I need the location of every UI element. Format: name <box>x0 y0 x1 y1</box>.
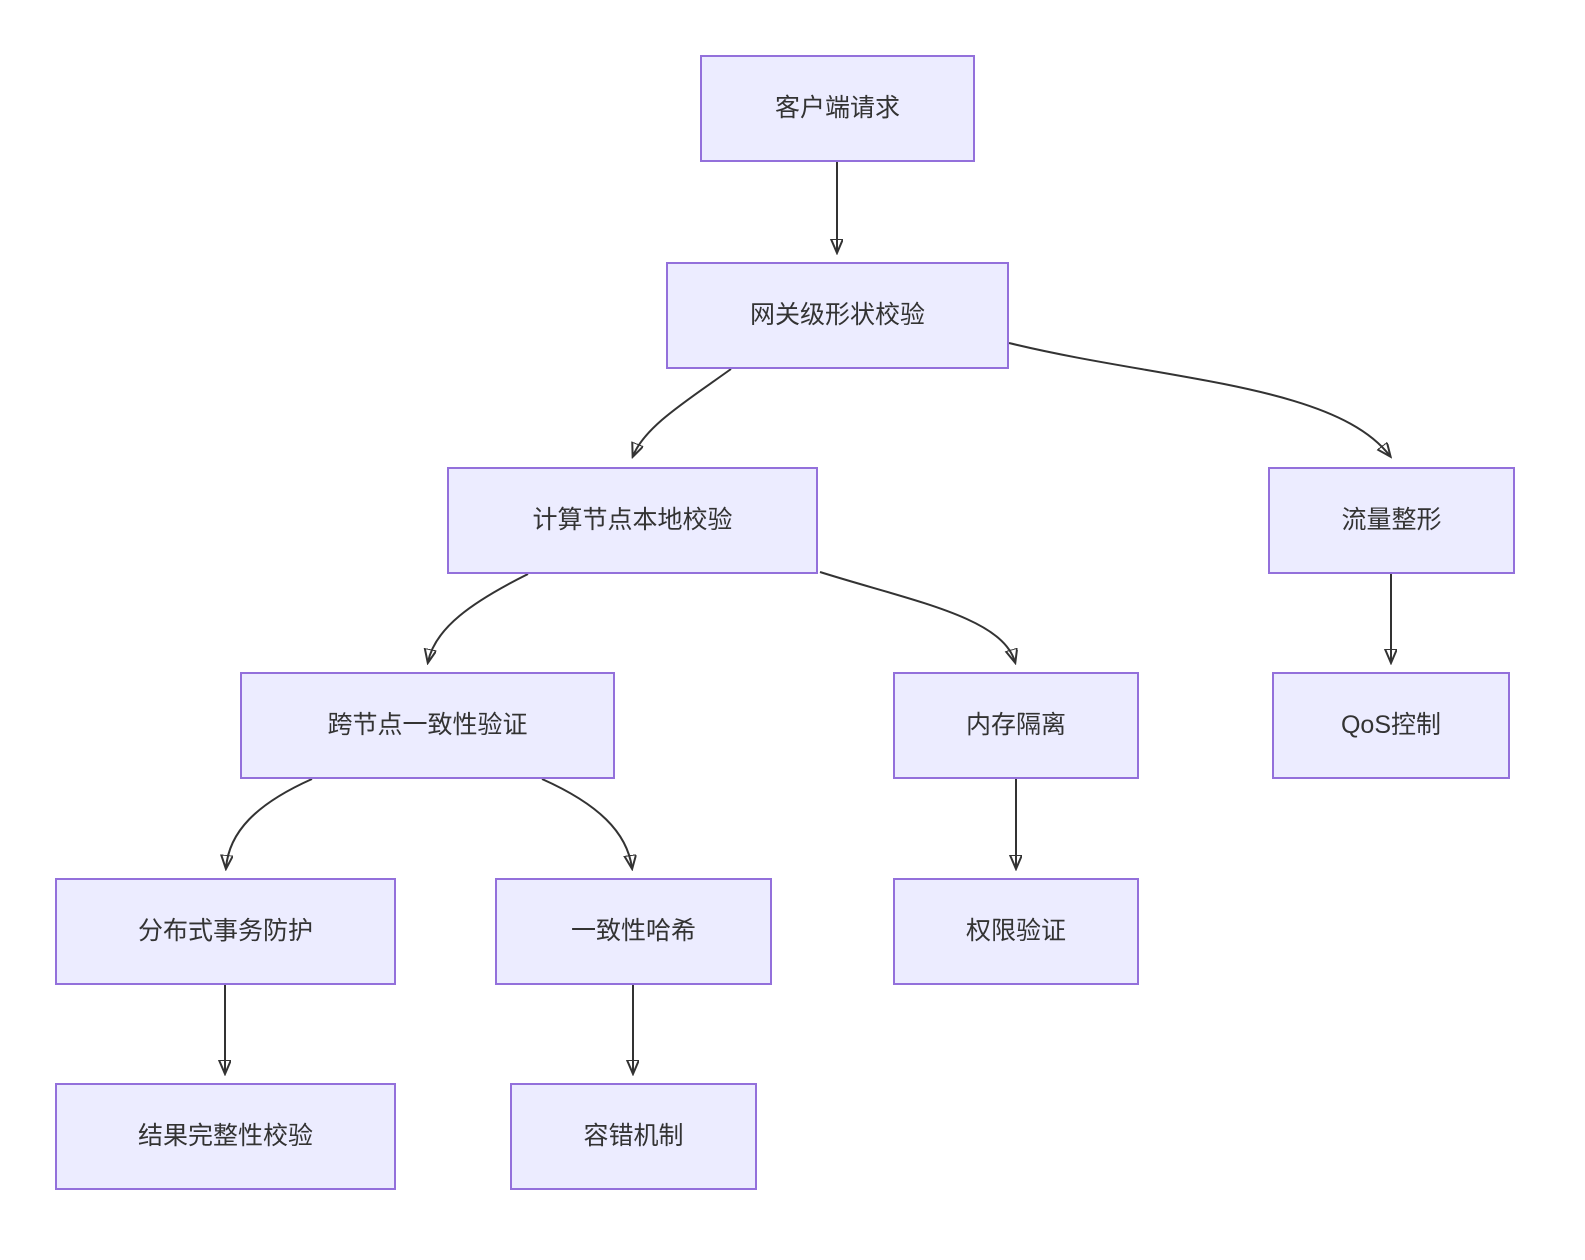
node-result-integrity-validation: 结果完整性校验 <box>55 1083 396 1190</box>
edge-compute-node-local-validation--memory-isolation <box>819 571 1015 662</box>
node-permission-verification-label: 权限验证 <box>965 917 1066 946</box>
node-traffic-shaping-label: 流量整形 <box>1341 506 1442 535</box>
node-distributed-transaction-protection: 分布式事务防护 <box>55 878 396 985</box>
edge-gateway-shape-validation--compute-node-local-validation <box>633 368 732 456</box>
node-gateway-shape-validation-label: 网关级形状校验 <box>749 301 925 330</box>
node-distributed-transaction-protection-label: 分布式事务防护 <box>137 917 313 946</box>
node-consistent-hashing: 一致性哈希 <box>495 878 772 985</box>
edge-gateway-shape-validation--traffic-shaping <box>1008 342 1390 456</box>
edge-cross-node-consistency-verification--consistent-hashing <box>541 778 632 868</box>
node-compute-node-local-validation: 计算节点本地校验 <box>447 467 818 574</box>
edge-compute-node-local-validation--cross-node-consistency-verification <box>428 573 529 662</box>
node-permission-verification: 权限验证 <box>893 878 1139 985</box>
node-traffic-shaping: 流量整形 <box>1268 467 1515 574</box>
node-fault-tolerance-mechanism: 容错机制 <box>510 1083 757 1190</box>
node-qos-control-label: QoS控制 <box>1340 711 1442 740</box>
node-client-request-label: 客户端请求 <box>774 94 900 123</box>
node-compute-node-local-validation-label: 计算节点本地校验 <box>532 506 733 535</box>
edge-cross-node-consistency-verification--distributed-transaction-protection <box>226 778 313 868</box>
node-fault-tolerance-mechanism-label: 容错机制 <box>583 1122 684 1151</box>
node-cross-node-consistency-verification: 跨节点一致性验证 <box>240 672 615 779</box>
node-consistent-hashing-label: 一致性哈希 <box>570 917 696 946</box>
node-qos-control: QoS控制 <box>1272 672 1510 779</box>
node-client-request: 客户端请求 <box>700 55 975 162</box>
node-result-integrity-validation-label: 结果完整性校验 <box>137 1122 313 1151</box>
node-memory-isolation: 内存隔离 <box>893 672 1139 779</box>
node-cross-node-consistency-verification-label: 跨节点一致性验证 <box>327 711 528 740</box>
node-gateway-shape-validation: 网关级形状校验 <box>666 262 1009 369</box>
node-memory-isolation-label: 内存隔离 <box>965 711 1066 740</box>
